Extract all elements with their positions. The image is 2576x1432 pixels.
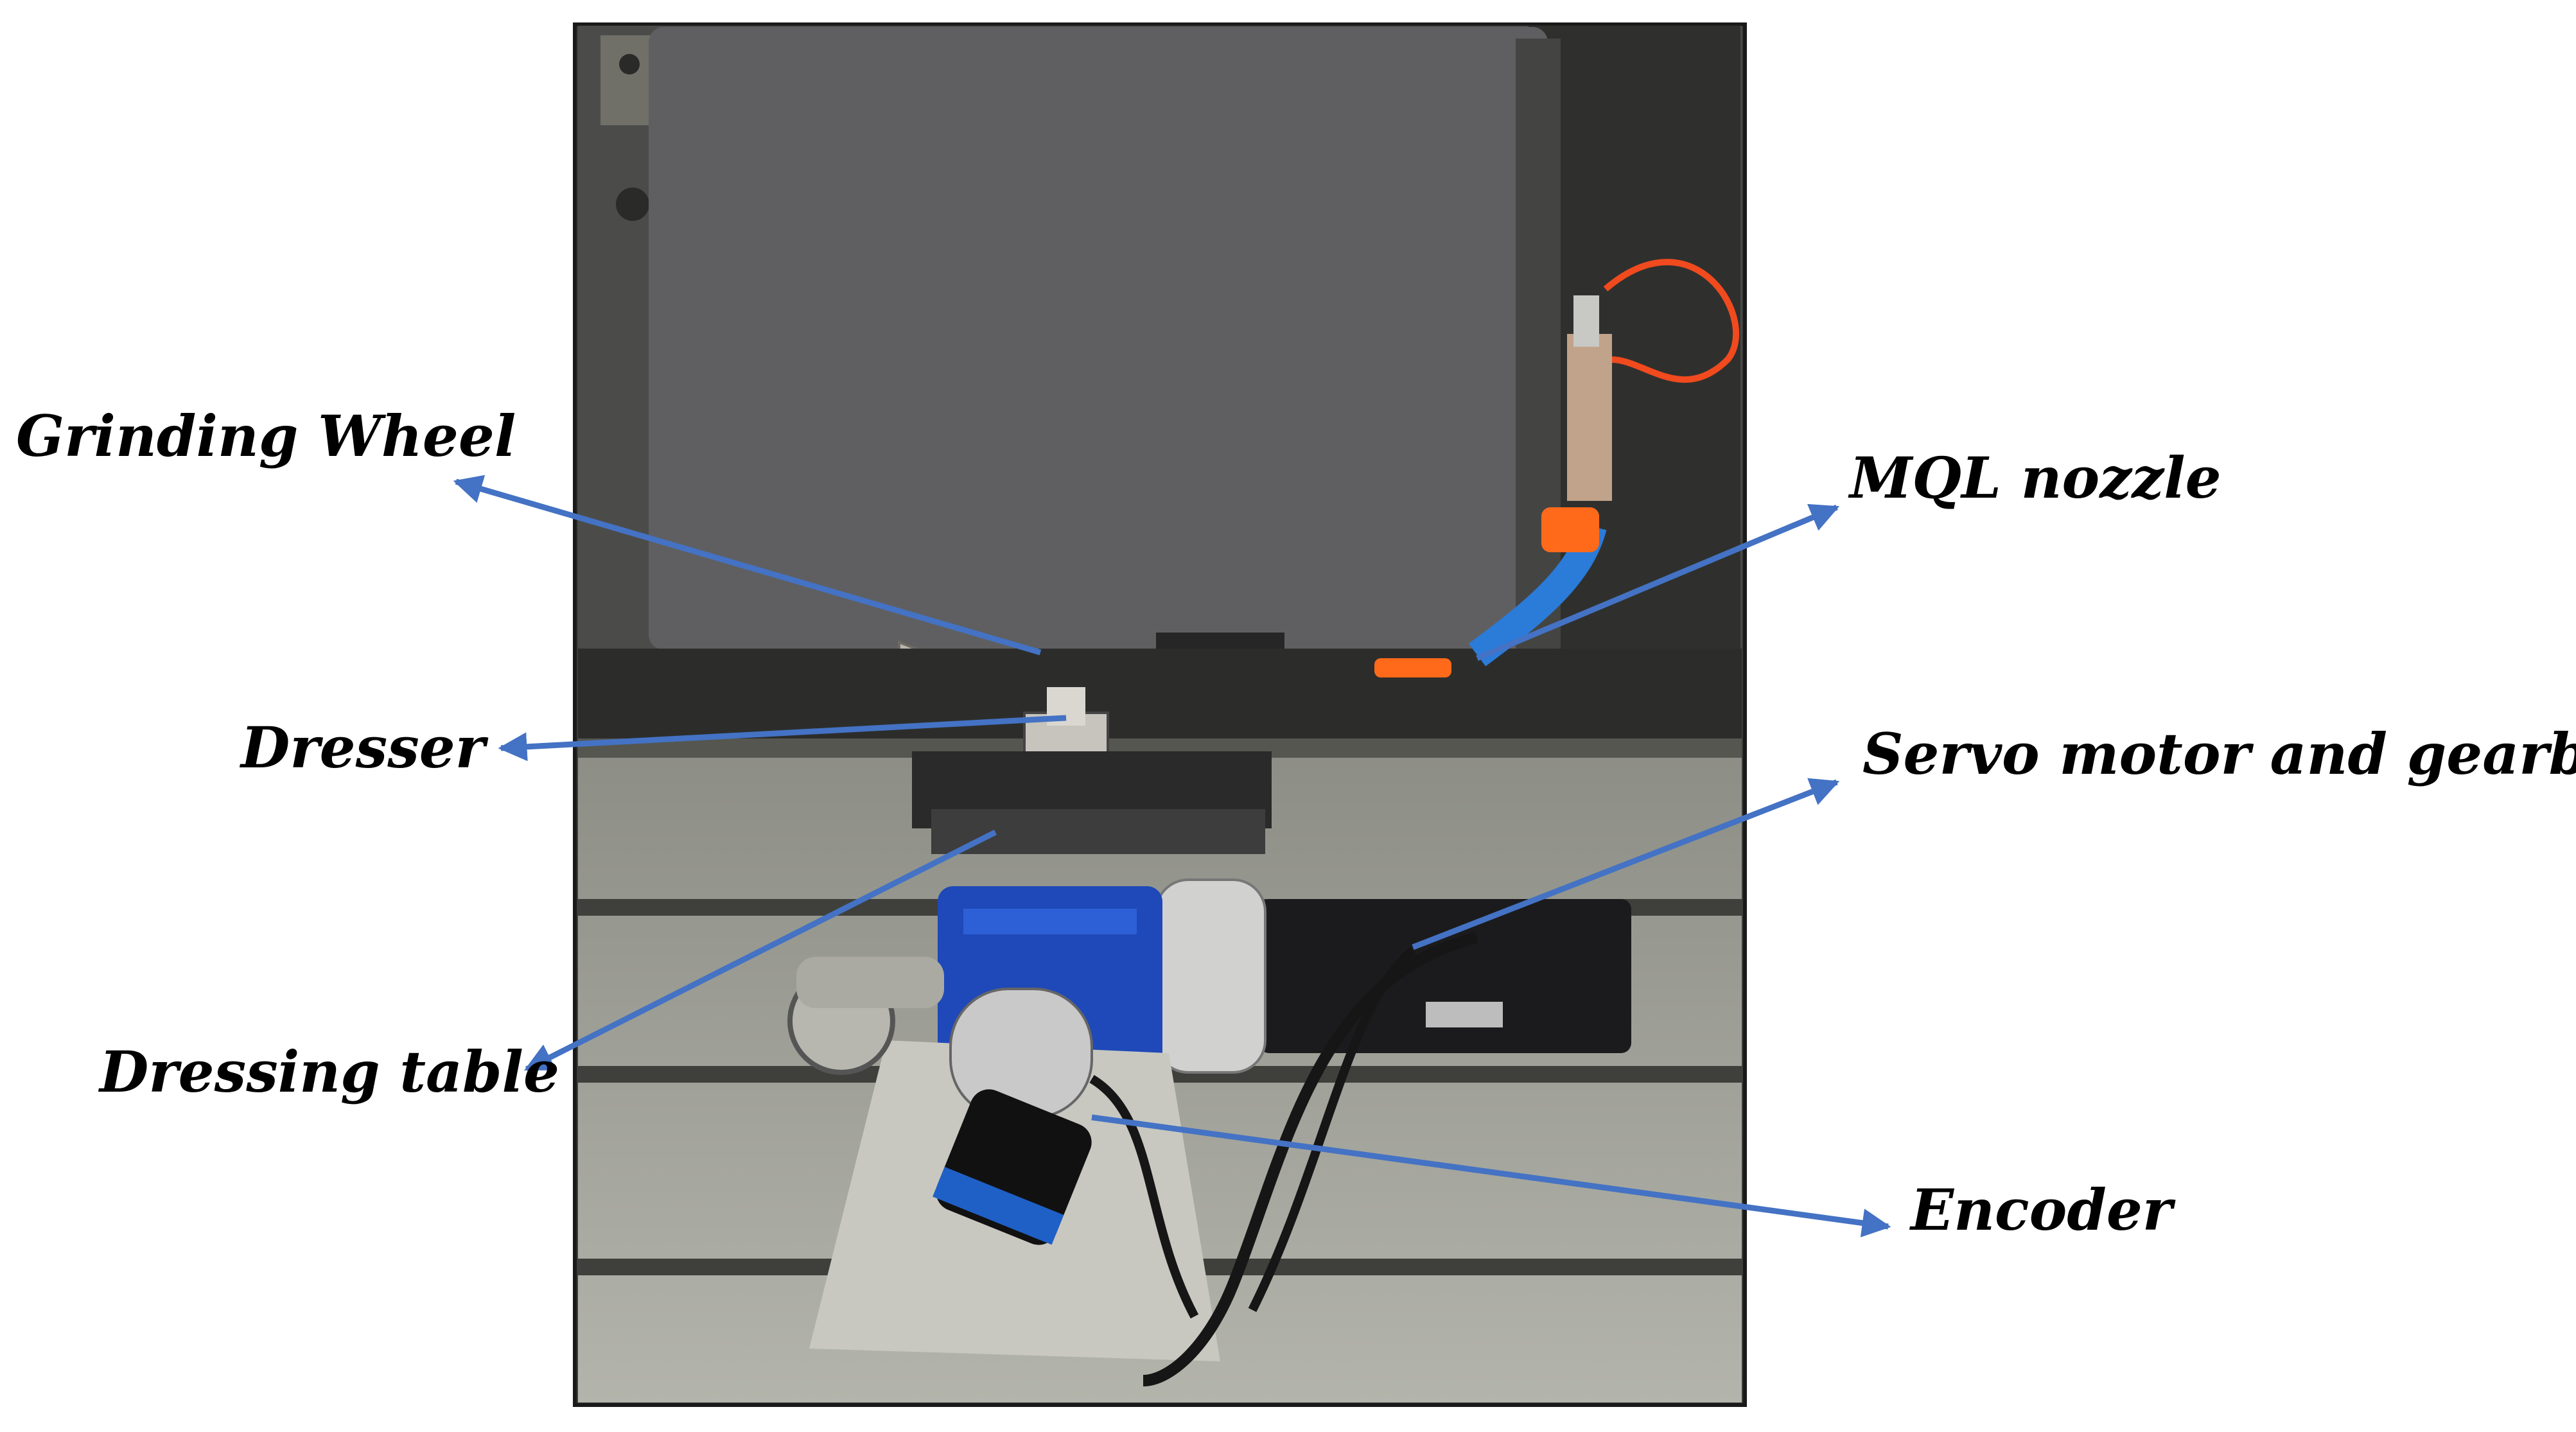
servo-motor: [1259, 899, 1631, 1053]
arrow-dressing-table: [523, 829, 997, 1072]
wheel-housing: [649, 27, 1548, 650]
encoder-unit: [933, 1089, 1092, 1245]
arrow-grinding-wheel: [453, 475, 1042, 656]
label-servo-motor: Servo motor and gearbox: [1862, 720, 2576, 787]
label-mql-nozzle: MQL nozzle: [1850, 444, 2221, 511]
label-dressing-table: Dressing table: [100, 1038, 559, 1105]
arrow-mql-nozzle: [1476, 503, 1840, 661]
arrow-servo-motor: [1412, 778, 1840, 950]
label-grinding-wheel: Grinding Wheel: [16, 403, 516, 469]
valve-block: [1567, 334, 1612, 501]
arrow-dresser: [498, 715, 1067, 762]
coupling: [1155, 878, 1266, 1074]
label-encoder: Encoder: [1911, 1176, 2173, 1243]
arrow-encoder: [1091, 1114, 1891, 1237]
label-dresser: Dresser: [241, 714, 486, 781]
